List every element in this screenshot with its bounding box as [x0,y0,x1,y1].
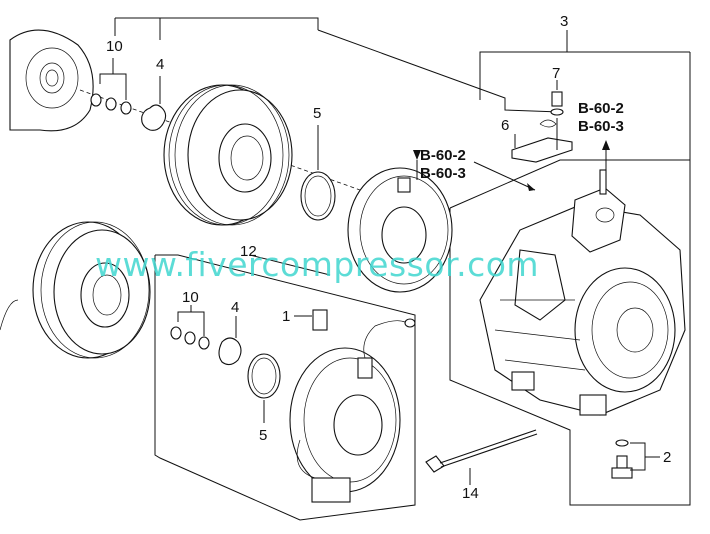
assembly-frames [114,17,691,521]
bolt-2 [611,439,660,479]
callout-5-upper: 5 [313,105,321,122]
connector-1 [294,309,328,331]
field-coil-lower [289,318,416,503]
callout-12: 12 [240,243,257,260]
hub-plate-left-edge [0,299,19,331]
callout-1: 1 [282,308,290,325]
callout-14: 14 [462,485,479,502]
callout-2: 2 [663,449,671,466]
watermark-text: www.fivercompressor.com [95,245,539,284]
callout-10-upper: 10 [106,38,123,55]
reference-label-a-line1: B-60-2 [578,100,624,117]
callout-6: 6 [501,117,509,134]
callout-3: 3 [560,13,568,30]
shims-upper [90,58,132,115]
field-coil-upper [347,167,453,293]
reference-label-b-line2: B-60-3 [420,165,466,182]
callout-10-lower: 10 [182,289,199,306]
wire-bracket [511,119,573,163]
snap-ring-lower [218,316,242,366]
callout-4-lower: 4 [231,299,239,316]
through-bolt [425,429,538,485]
callout-4-upper: 4 [156,56,164,73]
bolt-7 [550,80,564,150]
shims-lower [170,305,210,350]
pulley-upper [163,84,293,226]
pulley-lower [32,221,151,359]
snap-ring-5-lower [247,353,281,423]
callout-7: 7 [552,65,560,82]
snap-ring-upper [141,76,167,131]
reference-label-b-line1: B-60-2 [420,147,466,164]
callout-5-lower: 5 [259,427,267,444]
compressor-body [479,169,686,416]
reference-label-a-line2: B-60-3 [578,118,624,135]
snap-ring-5-upper [300,125,336,221]
